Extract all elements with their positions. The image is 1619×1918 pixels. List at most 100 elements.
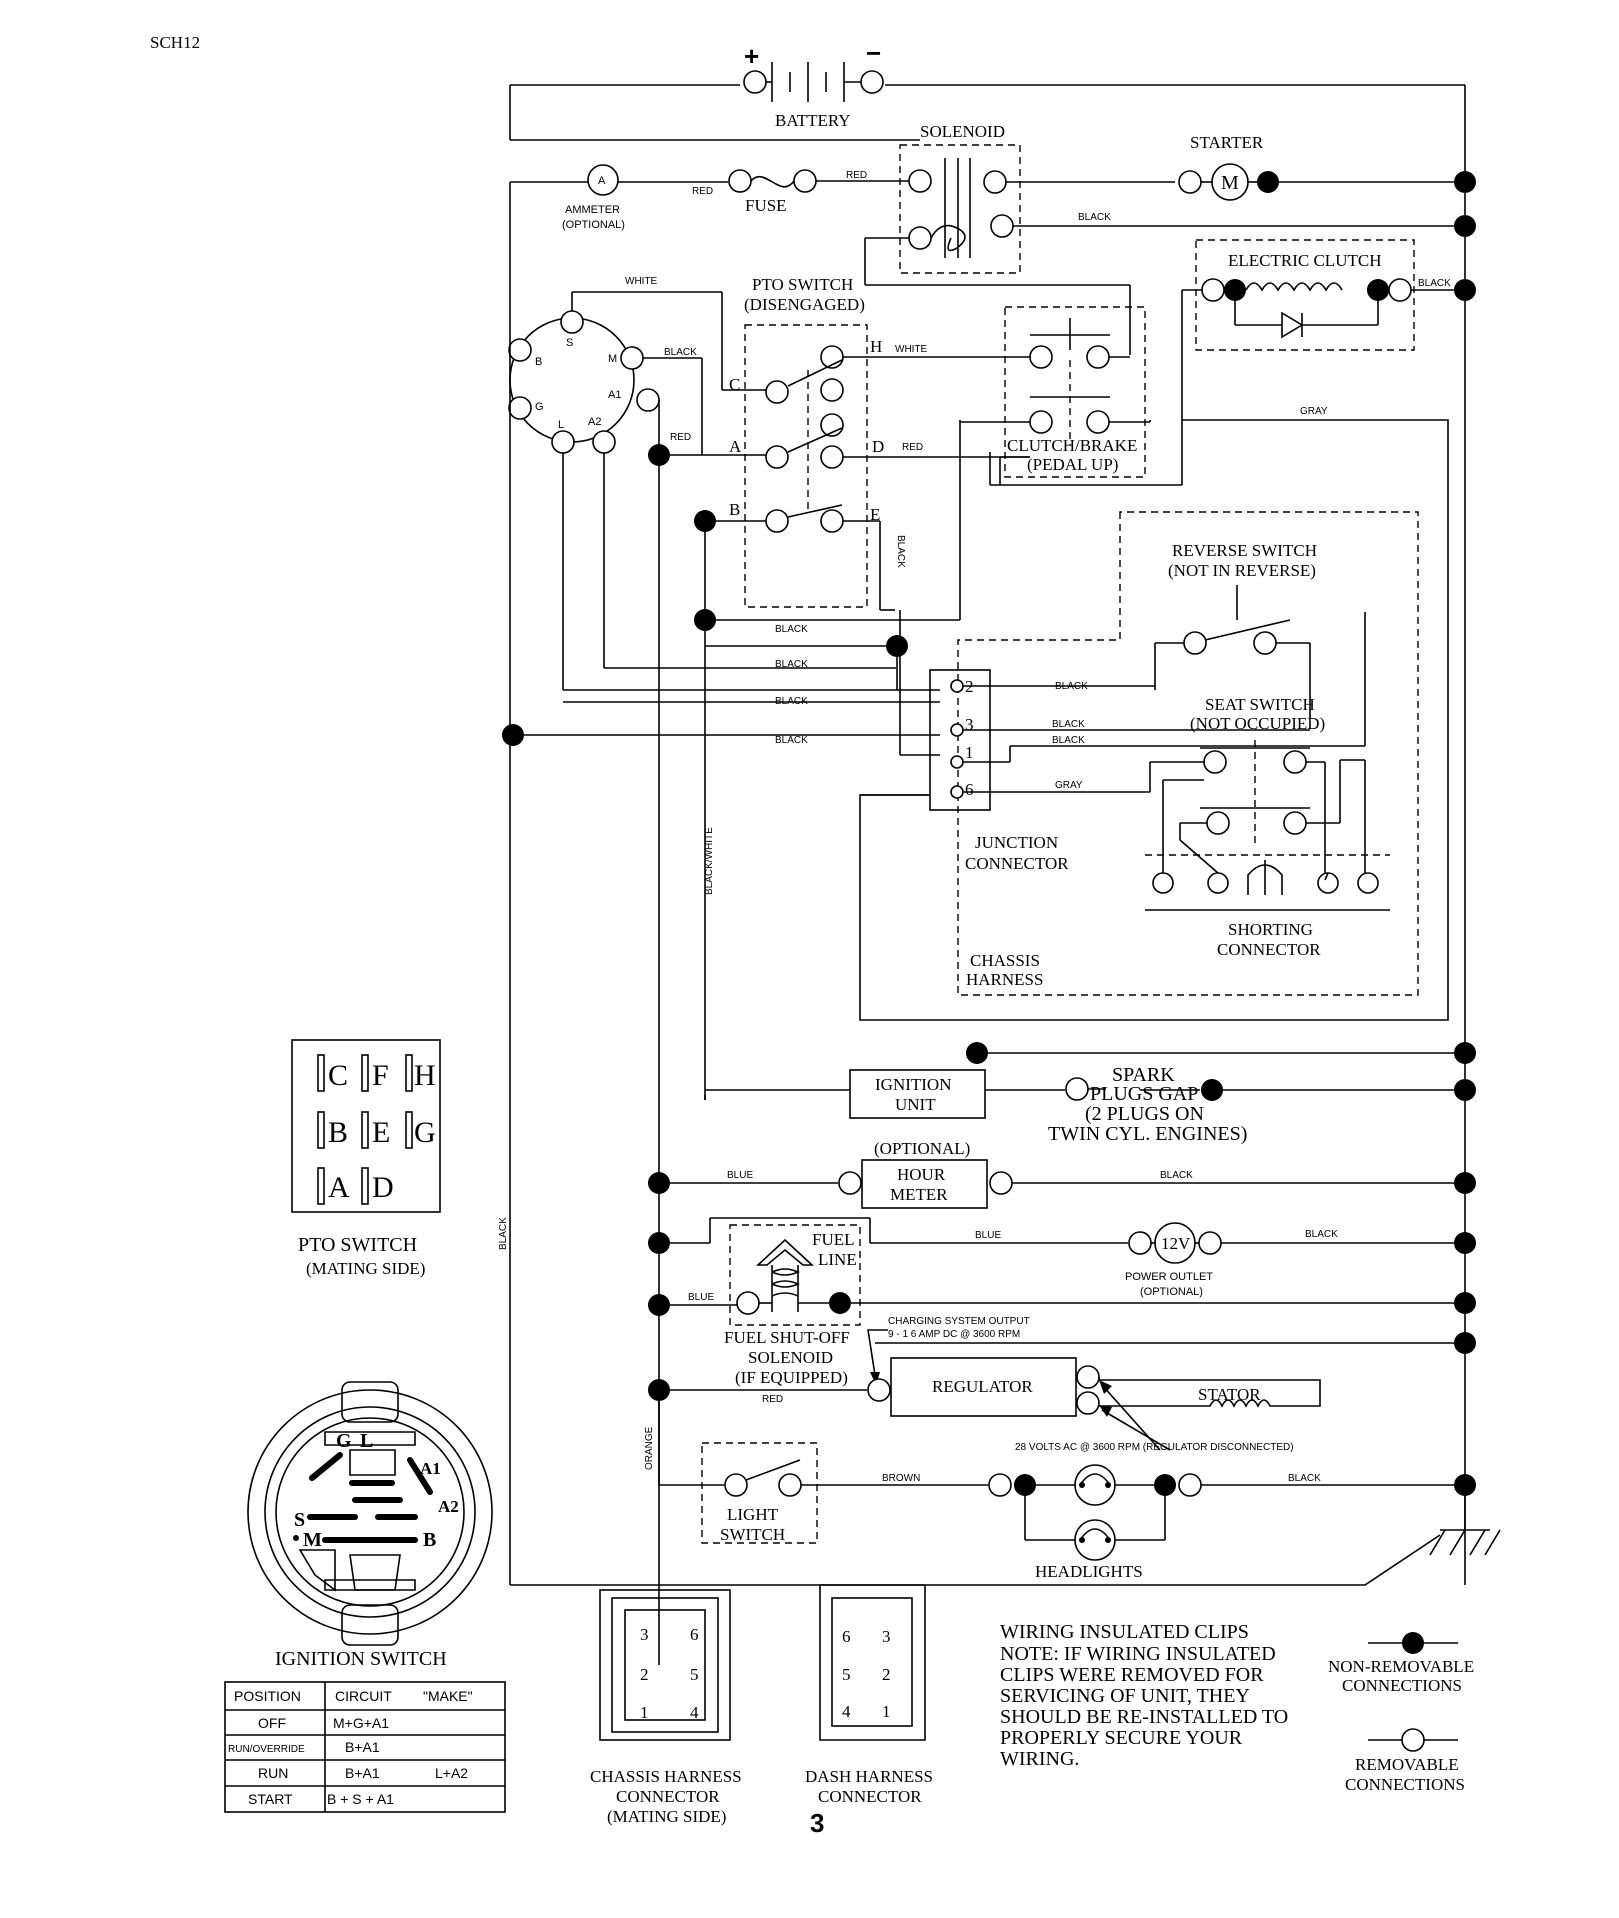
stator-note: 28 VOLTS AC @ 3600 RPM (REGULATOR DISCON… <box>1015 1442 1294 1453</box>
wire-label-black: BLACK <box>1052 719 1085 730</box>
fuel-line-sub: LINE <box>818 1250 857 1269</box>
chassis-connector-label: CHASSIS HARNESS <box>590 1767 742 1786</box>
dash-pin-6: 6 <box>842 1627 851 1646</box>
wire-label-white: WHITE <box>625 276 658 287</box>
ign-face-s: S <box>294 1509 305 1531</box>
shorting-label: SHORTING <box>1228 920 1313 939</box>
dash-pin-3: 3 <box>882 1627 891 1646</box>
wire-label-black: BLACK <box>1160 1170 1193 1181</box>
legend-removable-dot <box>1401 1728 1425 1752</box>
pto-term-h: H <box>870 337 882 356</box>
dash-connector-sub: CONNECTOR <box>818 1787 922 1806</box>
ign-term-s: S <box>566 337 573 349</box>
note-line: WIRING. <box>1000 1748 1079 1770</box>
charging-output-label: CHARGING SYSTEM OUTPUT <box>888 1316 1030 1327</box>
ammeter-symbol: A <box>598 175 606 187</box>
reverse-switch-label: REVERSE SWITCH <box>1172 541 1317 560</box>
ammeter-label: AMMETER <box>565 204 620 216</box>
seat-switch-label: SEAT SWITCH <box>1205 695 1315 714</box>
ign-term-b: B <box>535 356 542 368</box>
ign-term-l: L <box>558 419 564 431</box>
table-row-position: OFF <box>258 1715 286 1731</box>
junction-pin-3: 3 <box>965 715 974 734</box>
table-row-circuit: B + S + A1 <box>327 1791 394 1807</box>
hour-meter-label: HOUR <box>897 1165 946 1184</box>
pto-switch-sub: (DISENGAGED) <box>744 295 865 314</box>
table-row-make: L+A2 <box>435 1765 468 1781</box>
pto-pin-b: B <box>328 1116 348 1149</box>
wire-label-red: RED <box>692 186 713 197</box>
reverse-switch-sub: (NOT IN REVERSE) <box>1168 561 1316 580</box>
stator-label: STATOR <box>1198 1385 1261 1404</box>
spark-plugs: SPARK PLUGS GAP (2 PLUGS ON TWIN CYL. EN… <box>1048 1064 1247 1145</box>
note-line: SERVICING OF UNIT, THEY <box>1000 1685 1250 1707</box>
clutch-brake-label: CLUTCH/BRAKE <box>1007 436 1137 455</box>
spark-note-2: TWIN CYL. ENGINES) <box>1048 1123 1247 1145</box>
table-row-circuit: M+G+A1 <box>333 1715 389 1731</box>
dash-harness-connector: 6 3 5 2 4 1 DASH HARNESS CONNECTOR <box>805 1584 933 1806</box>
ign-face-m: M <box>303 1529 322 1551</box>
dash-pin-4: 4 <box>842 1702 851 1721</box>
wire-label-black: BLACK <box>1288 1473 1321 1484</box>
seat-switch: SEAT SWITCH (NOT OCCUPIED) <box>1149 695 1366 880</box>
table-header-position: POSITION <box>234 1688 301 1704</box>
note-line: PROPERLY SECURE YOUR <box>1000 1727 1243 1749</box>
ign-face-l: L <box>360 1430 373 1452</box>
reverse-switch: REVERSE SWITCH (NOT IN REVERSE) <box>1154 541 1317 718</box>
starter-label: STARTER <box>1190 133 1264 152</box>
wire-label-black: BLACK <box>1305 1229 1338 1240</box>
ign-term-a2: A2 <box>588 416 601 428</box>
legend-removable-label: REMOVABLE <box>1355 1755 1459 1774</box>
light-switch-label: LIGHT <box>727 1505 779 1524</box>
pto-mating-subtitle: (MATING SIDE) <box>306 1259 425 1278</box>
pto-term-d: D <box>872 437 884 456</box>
chassis-harness-sub: HARNESS <box>966 970 1043 989</box>
ign-face-g: G <box>336 1430 352 1452</box>
chassis-harness-label: CHASSIS <box>970 951 1040 970</box>
legend-non-removable-sub: CONNECTIONS <box>1342 1676 1462 1695</box>
pto-mating-title: PTO SWITCH <box>298 1234 417 1256</box>
ignition-table: POSITION CIRCUIT "MAKE" OFF M+G+A1 RUN/O… <box>224 1681 506 1813</box>
wire-label-white: WHITE <box>895 344 928 355</box>
wire-label-blue: BLUE <box>727 1170 753 1181</box>
spark-gap-label: PLUGS GAP <box>1090 1083 1198 1105</box>
chassis-pin-3: 3 <box>640 1625 649 1644</box>
ign-term-g: G <box>535 401 544 413</box>
wire-label-black: BLACK <box>1078 212 1111 223</box>
hour-meter-sub: METER <box>890 1185 948 1204</box>
wire-label-black: BLACK <box>775 735 808 746</box>
note-line: CLIPS WERE REMOVED FOR <box>1000 1664 1264 1686</box>
pto-pin-h: H <box>414 1059 436 1092</box>
junction-pin-6: 6 <box>965 780 974 799</box>
fuel-solenoid-note: (IF EQUIPPED) <box>735 1368 848 1387</box>
chassis-pin-2: 2 <box>640 1665 649 1684</box>
power-outlet-symbol: 12V <box>1161 1234 1191 1253</box>
legend-non-removable-dot <box>1402 1632 1424 1654</box>
legend-removable-sub: CONNECTIONS <box>1345 1775 1465 1794</box>
junction-connector: 2 3 1 6 JUNCTION CONNECTOR <box>929 669 1069 873</box>
pto-pin-a: A <box>328 1171 350 1204</box>
dash-pin-1: 1 <box>882 1702 891 1721</box>
starter-symbol: M <box>1221 172 1239 194</box>
table-row-position: START <box>248 1791 293 1807</box>
ignition-unit-sub: UNIT <box>895 1095 936 1114</box>
ammeter-optional: (OPTIONAL) <box>562 219 625 231</box>
note-line: SHOULD BE RE-INSTALLED TO <box>1000 1706 1288 1728</box>
table-row-position: RUN <box>258 1765 288 1781</box>
dash-pin-2: 2 <box>882 1665 891 1684</box>
solenoid-label: SOLENOID <box>920 122 1005 141</box>
wire-label-red: RED <box>670 432 691 443</box>
table-header-circuit: CIRCUIT <box>335 1688 392 1704</box>
wire-label-black: BLACK <box>1055 681 1088 692</box>
electric-clutch-label: ELECTRIC CLUTCH <box>1228 251 1381 270</box>
legend: NON-REMOVABLE CONNECTIONS REMOVABLE CONN… <box>1328 1632 1474 1794</box>
pto-term-c: C <box>729 375 740 394</box>
ammeter: A AMMETER (OPTIONAL) <box>509 164 625 330</box>
wire-label-blue: BLUE <box>975 1230 1001 1241</box>
note-line: NOTE: IF WIRING INSULATED <box>1000 1643 1276 1665</box>
chassis-pin-6: 6 <box>690 1625 699 1644</box>
battery-label: BATTERY <box>775 111 851 130</box>
table-header-make: "MAKE" <box>423 1688 473 1704</box>
clutch-brake-sub: (PEDAL UP) <box>1027 455 1118 474</box>
